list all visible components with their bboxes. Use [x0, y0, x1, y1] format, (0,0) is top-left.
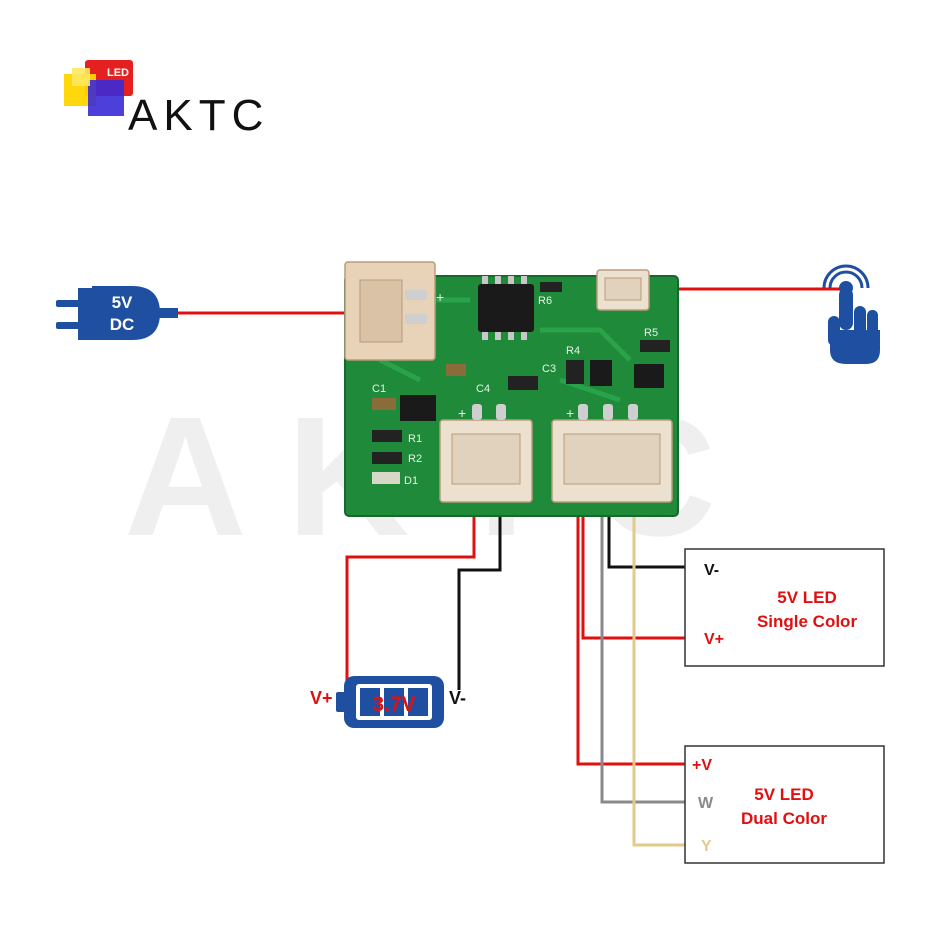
battery-minus-label: V- — [449, 688, 466, 708]
single-title2: Single Color — [757, 612, 858, 631]
wire-dual-y-yellow — [632, 500, 686, 847]
dual-plus-label: +V — [692, 757, 712, 774]
wire-dual-w-gray — [600, 500, 686, 804]
silk-c4: C4 — [476, 383, 490, 395]
dual-y-label: Y — [701, 838, 712, 855]
silk-c3: C3 — [542, 363, 556, 375]
wire-battery-black — [457, 500, 502, 690]
wire-battery-red — [345, 500, 476, 690]
plug-line2: DC — [110, 315, 135, 334]
single-color-led-box: V- 5V LED Single Color V+ — [684, 548, 885, 667]
silk-r1: R1 — [408, 433, 422, 445]
battery-voltage: 3.7V — [372, 693, 415, 716]
dual-w-label: W — [698, 795, 714, 812]
wire-single-minus-black — [607, 500, 686, 569]
silk-plus-battery: + — [458, 405, 466, 421]
silk-d1: D1 — [404, 475, 418, 487]
wire-dual-plus-red — [576, 500, 686, 766]
silk-r4: R4 — [566, 345, 580, 357]
touch-hand-icon — [822, 264, 880, 364]
dual-title2: Dual Color — [741, 809, 827, 828]
dual-color-led-box: +V W Y 5V LED Dual Color — [684, 745, 885, 864]
logo-icon: LED — [64, 60, 133, 116]
silk-r5: R5 — [644, 327, 658, 339]
single-plus-label: V+ — [704, 631, 724, 648]
plug-line1: 5V — [112, 293, 133, 312]
power-plug-icon: 5V DC — [56, 286, 178, 340]
single-minus-label: V- — [704, 562, 719, 579]
wire-single-plus-red — [581, 500, 686, 640]
pcb-board — [344, 261, 679, 517]
logo-brand: AKTC — [128, 91, 269, 140]
single-title1: 5V LED — [777, 588, 837, 607]
silk-plus-led: + — [566, 405, 574, 421]
logo-badge: LED — [107, 67, 129, 79]
dual-title1: 5V LED — [754, 785, 814, 804]
silk-r2: R2 — [408, 453, 422, 465]
silk-plus-input: + — [436, 289, 444, 305]
silk-r6: R6 — [538, 295, 552, 307]
battery-plus-label: V+ — [310, 688, 333, 708]
battery-icon: 3.7V — [336, 676, 444, 728]
silk-c1: C1 — [372, 383, 386, 395]
